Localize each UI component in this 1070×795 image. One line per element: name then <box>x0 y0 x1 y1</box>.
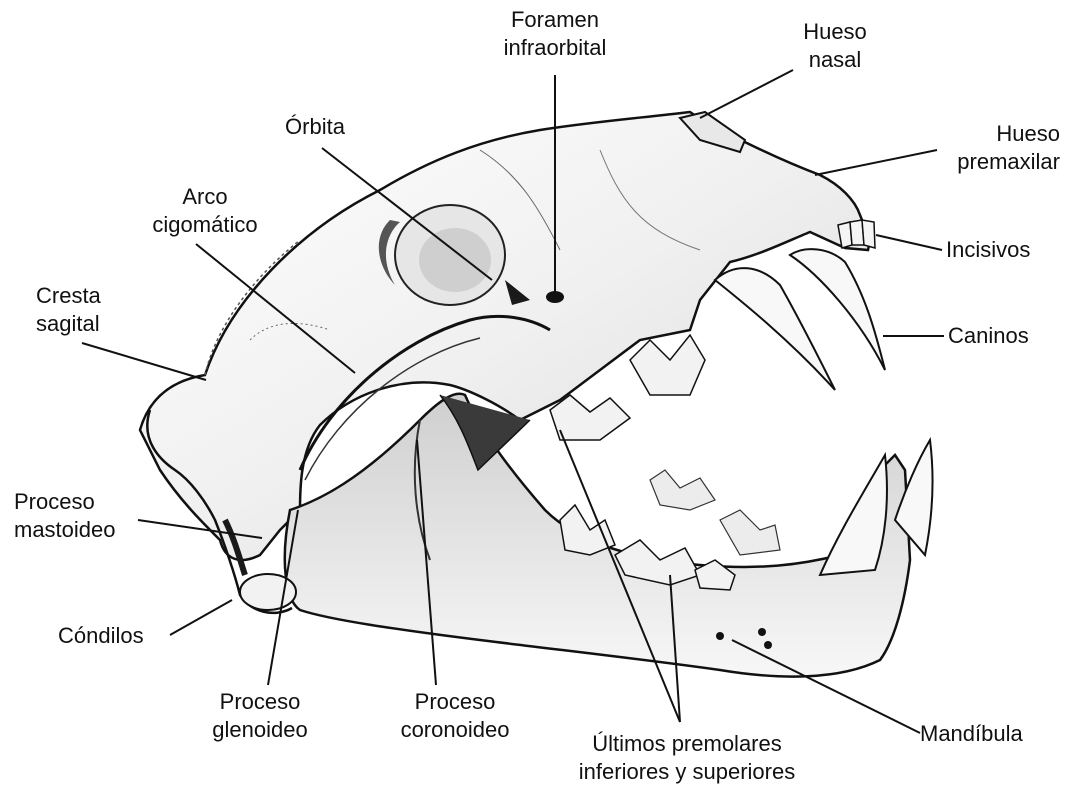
label-caninos: Caninos <box>948 322 1064 350</box>
leader-hueso-nasal <box>700 70 793 118</box>
leader-incisivos <box>876 235 942 250</box>
label-foramen-infraorbital: Foramen infraorbital <box>475 6 635 62</box>
label-orbita: Órbita <box>255 113 375 141</box>
leader-condilos <box>170 600 232 635</box>
label-incisivos: Incisivos <box>946 236 1064 264</box>
label-cresta-sagital: Cresta sagital <box>36 282 156 338</box>
label-arco-cigomatico: Arco cigomático <box>120 183 290 239</box>
label-condilos: Cóndilos <box>58 622 178 650</box>
leader-cresta <box>82 343 206 380</box>
label-ultimos-premolares: Últimos premolares inferiores y superior… <box>552 730 822 786</box>
label-hueso-premaxilar: Hueso premaxilar <box>920 120 1060 176</box>
label-proceso-glenoideo: Proceso glenoideo <box>190 688 330 744</box>
leader-hueso-premaxilar <box>815 150 937 175</box>
label-mandibula: Mandíbula <box>920 720 1060 748</box>
label-hueso-nasal: Hueso nasal <box>780 18 890 74</box>
label-proceso-mastoideo: Proceso mastoideo <box>14 488 154 544</box>
label-proceso-coronoideo: Proceso coronoideo <box>385 688 525 744</box>
